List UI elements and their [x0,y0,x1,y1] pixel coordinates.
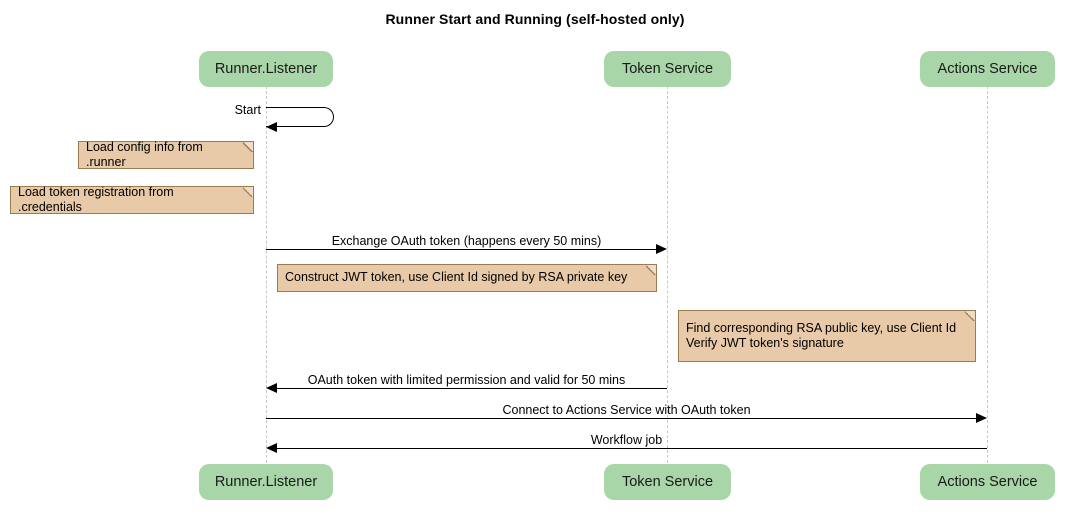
note-load-token-registration: Load token registration from .credential… [10,184,254,215]
note-construct-jwt: Construct JWT token, use Client Id signe… [277,264,657,292]
message-line-oauth-token-reply [277,388,667,389]
self-message-loop-start [266,107,334,127]
message-line-workflow-job [277,448,987,449]
participant-label: Token Service [621,473,714,490]
message-arrowhead-workflow-job [266,442,277,453]
participant-label: Runner.Listener [214,473,318,490]
note-text: Load config info from .runner [86,139,203,170]
note-fold-corner-icon [243,142,253,152]
participant-label: Actions Service [937,473,1038,490]
participant-label: Runner.Listener [214,60,318,77]
message-arrowhead-oauth-token-reply [266,382,277,393]
participant-runner-listener-top[interactable]: Runner.Listener [199,51,333,87]
participant-actions-service-top[interactable]: Actions Service [920,51,1055,87]
message-label-oauth-token-reply: OAuth token with limited permission and … [307,373,626,387]
note-text: Find corresponding RSA public key, use C… [686,320,957,351]
note-load-config: Load config info from .runner [78,139,254,170]
participant-actions-service-bottom[interactable]: Actions Service [920,464,1055,500]
message-arrowhead-exchange-oauth-token [656,243,667,254]
self-message-label-start: Start [234,103,261,117]
lifeline-runner-listener [266,86,267,463]
participant-runner-listener-bottom[interactable]: Runner.Listener [199,464,333,500]
message-label-connect-actions-service: Connect to Actions Service with OAuth to… [502,403,751,417]
participant-token-service-bottom[interactable]: Token Service [604,464,731,500]
lifeline-actions-service [987,86,988,463]
message-label-exchange-oauth-token: Exchange OAuth token (happens every 50 m… [331,234,602,248]
note-text: Load token registration from .credential… [18,184,174,215]
message-label-workflow-job: Workflow job [590,433,663,447]
note-fold-corner-icon [243,187,253,197]
participant-label: Actions Service [937,60,1038,77]
participant-label: Token Service [621,60,714,77]
message-line-connect-actions-service [266,418,976,419]
lifeline-token-service [667,86,668,463]
self-message-arrowhead-start [266,121,277,132]
note-text: Construct JWT token, use Client Id signe… [285,270,628,285]
message-arrowhead-connect-actions-service [976,412,987,423]
participant-token-service-top[interactable]: Token Service [604,51,731,87]
note-fold-corner-icon [965,311,975,321]
note-fold-corner-icon [646,265,656,275]
note-verify-jwt-signature: Find corresponding RSA public key, use C… [678,310,976,362]
page-title: Runner Start and Running (self-hosted on… [385,11,685,27]
message-line-exchange-oauth-token [266,249,656,250]
